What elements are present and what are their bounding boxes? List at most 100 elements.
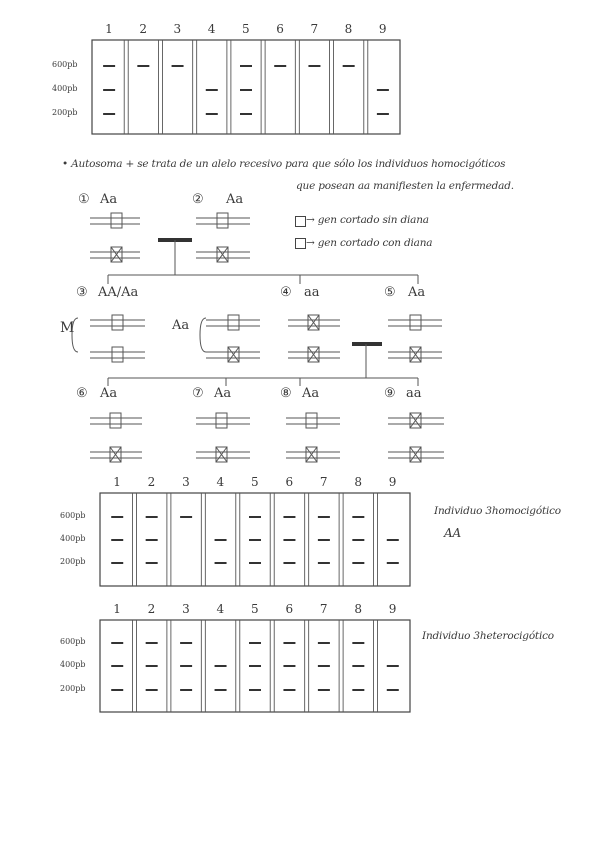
lane-number: 1	[113, 475, 121, 489]
band-lane-2-400pb	[145, 539, 158, 541]
band-lane-1-600pb	[111, 642, 124, 644]
lane-number: 9	[388, 475, 397, 489]
band-lane-8-600pb	[342, 65, 355, 67]
band-lane-7-600pb	[317, 642, 330, 644]
band-lane-1-400pb	[103, 89, 116, 91]
band-lane-5-400pb	[249, 539, 261, 541]
size-marker-label: 400pb	[52, 84, 78, 93]
band-lane-2-200pb	[145, 562, 158, 564]
lane-number: 9	[378, 22, 387, 36]
option-label-left: M	[60, 320, 75, 336]
lane-number: 6	[285, 602, 294, 616]
band-lane-6-200pb	[283, 562, 296, 564]
band-lane-2-600pb	[137, 65, 150, 67]
inheritance-note-line-2: que posean aa manifiesten la enfermedad.	[296, 180, 514, 192]
size-marker-label: 600pb	[60, 637, 86, 646]
band-lane-7-600pb	[317, 516, 330, 518]
individual-8-genotype: Aa	[302, 386, 320, 401]
band-lane-2-600pb	[145, 642, 158, 644]
band-lane-1-200pb	[111, 689, 124, 691]
lane-number: 2	[147, 602, 156, 616]
band-lane-8-200pb	[352, 562, 365, 564]
band-lane-3-600pb	[180, 516, 193, 518]
individual-1-number: ①	[78, 192, 90, 207]
band-lane-3-600pb	[171, 65, 184, 67]
band-lane-2-200pb	[145, 689, 158, 691]
cut-box-icon	[295, 238, 306, 249]
size-marker-label: 400pb	[60, 660, 86, 669]
individual-2-chromosomes	[196, 212, 250, 263]
lane-number: 3	[182, 475, 190, 489]
band-lane-4-200pb	[205, 113, 218, 115]
individual-5-number: ⑤	[384, 285, 396, 300]
individual-4-chromosomes	[288, 314, 340, 363]
band-lane-2-600pb	[145, 516, 158, 518]
individual-3-genotype: AA/Aa	[98, 285, 139, 300]
band-lane-7-400pb	[317, 539, 330, 541]
band-lane-6-400pb	[283, 539, 296, 541]
open-box-icon	[295, 216, 306, 227]
size-marker-label: 600pb	[60, 511, 86, 520]
band-lane-9-200pb	[376, 113, 389, 115]
band-lane-1-400pb	[111, 539, 124, 541]
band-lane-4-400pb	[214, 539, 227, 541]
band-lane-3-200pb	[180, 689, 193, 691]
individual-6-number: ⑥	[76, 386, 88, 401]
band-lane-7-200pb	[317, 562, 330, 564]
individual-7-number: ⑦	[192, 386, 204, 401]
individual-8-number: ⑧	[280, 386, 292, 401]
band-lane-7-600pb	[308, 65, 321, 67]
band-lane-8-400pb	[352, 665, 365, 667]
band-lane-1-600pb	[103, 65, 116, 67]
legend-cut-label: → gen cortado con diana	[306, 237, 433, 249]
individual-6-chromosomes	[90, 412, 142, 463]
band-lane-4-200pb	[214, 689, 227, 691]
lane-number: 8	[354, 602, 362, 616]
lane-number: 3	[182, 602, 190, 616]
lane-number: 6	[285, 475, 294, 489]
band-lane-5-400pb	[249, 665, 261, 667]
individual-9-genotype: aa	[406, 386, 422, 401]
lane-number: 7	[319, 602, 328, 616]
lane-number: 7	[310, 22, 319, 36]
band-lane-1-600pb	[111, 516, 124, 518]
band-lane-9-400pb	[386, 539, 399, 541]
lane-number: 4	[216, 475, 225, 489]
individual-9-chromosomes	[388, 412, 444, 463]
band-lane-8-400pb	[352, 539, 365, 541]
lane-number: 4	[207, 22, 216, 36]
band-lane-7-400pb	[317, 665, 330, 667]
individual-8-chromosomes	[286, 412, 340, 463]
individual-4-number: ④	[280, 285, 292, 300]
lane-number: 8	[344, 22, 353, 36]
band-lane-5-200pb	[249, 689, 261, 691]
lane-number: 1	[113, 602, 121, 616]
lane-number: 9	[388, 602, 397, 616]
band-lane-9-400pb	[386, 665, 399, 667]
band-lane-1-400pb	[111, 665, 124, 667]
size-marker-label: 200pb	[52, 108, 78, 117]
lane-number: 5	[242, 22, 250, 36]
band-lane-5-600pb	[249, 516, 261, 518]
band-lane-6-600pb	[283, 642, 296, 644]
band-lane-3-400pb	[180, 665, 193, 667]
band-lane-6-400pb	[283, 665, 296, 667]
size-marker-label: 600pb	[52, 60, 78, 69]
gel1-frame	[91, 39, 401, 135]
size-marker-label: 200pb	[60, 684, 86, 693]
lane-number: 3	[173, 22, 182, 36]
gel-3-caption: Individuo 3heterocigótico	[422, 630, 554, 642]
size-marker-label: 400pb	[60, 534, 86, 543]
individual-4-genotype: aa	[304, 285, 320, 300]
band-lane-3-600pb	[180, 642, 193, 644]
band-lane-7-200pb	[317, 689, 330, 691]
band-lane-6-600pb	[274, 65, 287, 67]
lane-number: 2	[147, 475, 156, 489]
inheritance-note-line-1: • Autosoma + se trata de un alelo recesi…	[62, 158, 506, 170]
band-lane-5-200pb	[240, 113, 252, 115]
individual-2-number: ②	[192, 192, 204, 207]
band-lane-4-400pb	[205, 89, 218, 91]
